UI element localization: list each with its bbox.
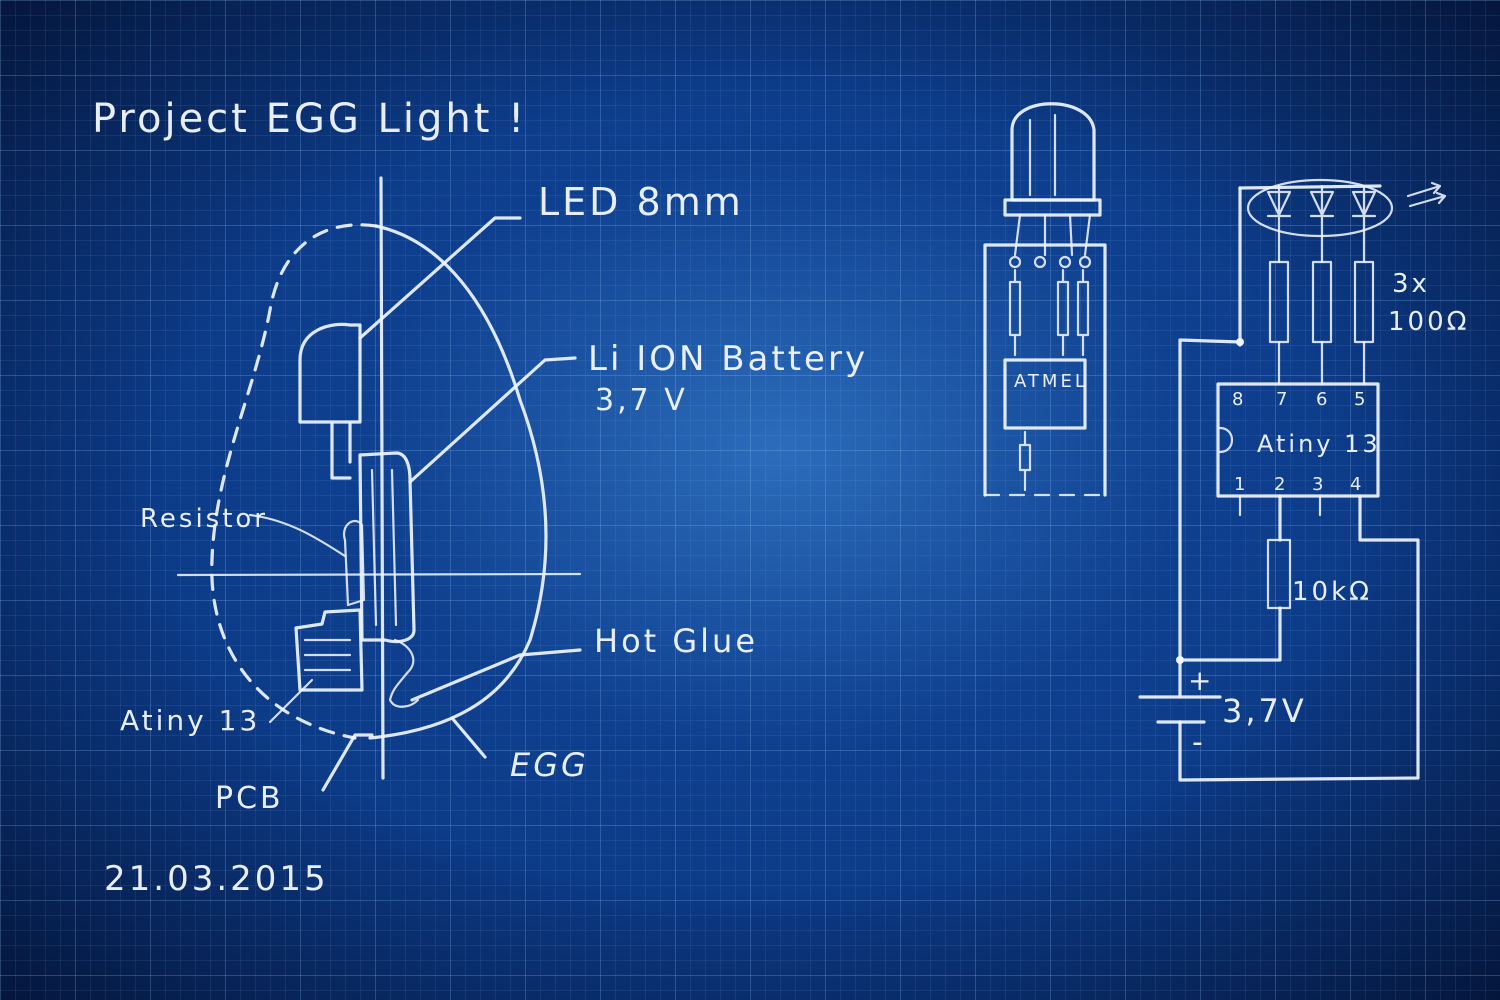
ic-pin-2: 2 xyxy=(1274,474,1288,495)
ic-label: Atiny 13 xyxy=(1257,430,1381,458)
big-led-highlights xyxy=(1028,113,1057,197)
liion-battery-body xyxy=(358,451,416,644)
big-led-dome xyxy=(1010,102,1096,202)
big-led-legs xyxy=(1013,213,1092,257)
ic-pin-4: 4 xyxy=(1350,474,1364,495)
battery-detail-lines xyxy=(370,468,398,627)
project-title: Project EGG Light ! xyxy=(92,96,527,142)
ic-pin-7: 7 xyxy=(1276,389,1290,410)
egg-outline-left-dashed xyxy=(210,223,378,740)
attiny-chip-shape xyxy=(294,608,364,692)
light-emission-arrows xyxy=(1406,181,1447,208)
led-diode-1 xyxy=(1266,184,1292,264)
ground-return-wire xyxy=(1178,494,1420,782)
label-hot-glue: Hot Glue xyxy=(594,622,758,660)
battery-voltage-label: 3,7V xyxy=(1222,692,1307,730)
board-pad-4 xyxy=(1078,255,1092,269)
ic-pin-6: 6 xyxy=(1316,389,1330,410)
schematic-resistor-3 xyxy=(1353,260,1375,344)
label-battery-line2: 3,7 V xyxy=(595,383,688,418)
egg-outline-right xyxy=(368,224,548,740)
led-legs xyxy=(330,422,352,480)
resistor-note-value: 100Ω xyxy=(1388,307,1470,337)
ic-notch xyxy=(1218,426,1234,454)
battery-minus-sign: - xyxy=(1192,725,1206,760)
pulldown-to-vcc-wire xyxy=(1178,606,1282,662)
led-board-sketch: ATMEL xyxy=(983,102,1107,497)
attiny13-ic-body xyxy=(1216,382,1380,498)
resistor-shape xyxy=(342,519,366,607)
ic-pin-1: 1 xyxy=(1234,474,1248,495)
board-pad-3 xyxy=(1058,255,1072,269)
led-anode-rail xyxy=(1238,184,1382,190)
battery-plus-sign: + xyxy=(1188,664,1214,697)
schematic-resistor-2 xyxy=(1311,260,1333,344)
leader-line-egg xyxy=(450,716,487,759)
leader-line-pcb xyxy=(321,733,374,792)
board-pad-1 xyxy=(1008,255,1022,269)
board-outline xyxy=(983,243,1107,497)
board-capacitor xyxy=(1018,430,1032,492)
pulldown-label: 10kΩ xyxy=(1292,577,1372,607)
schematic-resistor-1 xyxy=(1268,260,1290,344)
leader-line-attiny xyxy=(268,678,314,724)
ic-pin-3: 3 xyxy=(1312,474,1326,495)
egg-cross-section: LED 8mm Li ION Battery 3,7 V Resistor Ho… xyxy=(120,176,868,816)
leader-line-led xyxy=(358,216,522,340)
ic-pin-8: 8 xyxy=(1232,389,1246,410)
junction-dot-vcc xyxy=(1236,338,1244,346)
led-diode-3 xyxy=(1351,184,1377,264)
horizontal-axis-line xyxy=(176,572,582,577)
attiny-chip-hatching xyxy=(303,638,352,672)
ic-bottom-stubs xyxy=(1238,494,1322,517)
pulldown-resistor-10k xyxy=(1266,538,1292,610)
board-resistor-3 xyxy=(1076,268,1090,357)
sketch-date: 21.03.2015 xyxy=(104,859,329,899)
pcb-vertical-line xyxy=(379,176,385,780)
board-pad-2 xyxy=(1033,255,1047,269)
label-resistor: Resistor xyxy=(140,504,268,534)
hot-glue-shape xyxy=(388,638,420,708)
board-chip-label: ATMEL xyxy=(1014,371,1088,392)
leader-line-battery xyxy=(408,356,577,484)
ic-pin-5: 5 xyxy=(1354,389,1368,410)
leader-line-hot-glue xyxy=(410,648,582,702)
label-egg: EGG xyxy=(510,746,589,784)
board-resistor-2 xyxy=(1056,268,1070,357)
resistor-note-count: 3x xyxy=(1392,269,1430,299)
label-attiny: Atiny 13 xyxy=(120,704,260,737)
led-diode-2 xyxy=(1309,184,1335,264)
board-chip xyxy=(1003,358,1087,430)
circuit-schematic: 3x 100Ω Atiny 13 8 7 6 5 1 2 3 4 10kΩ + … xyxy=(1138,178,1470,782)
label-pcb: PCB xyxy=(215,781,284,816)
led-body xyxy=(298,322,362,424)
board-resistor-1 xyxy=(1008,268,1022,357)
vcc-wire-left xyxy=(1178,338,1242,662)
led-group-ellipse xyxy=(1246,178,1394,238)
label-led: LED 8mm xyxy=(538,180,744,224)
label-battery-line1: Li ION Battery xyxy=(588,339,868,379)
resistor-to-pin-wires xyxy=(1277,340,1366,386)
leader-line-resistor xyxy=(248,513,347,558)
big-led-rim xyxy=(1003,198,1102,217)
